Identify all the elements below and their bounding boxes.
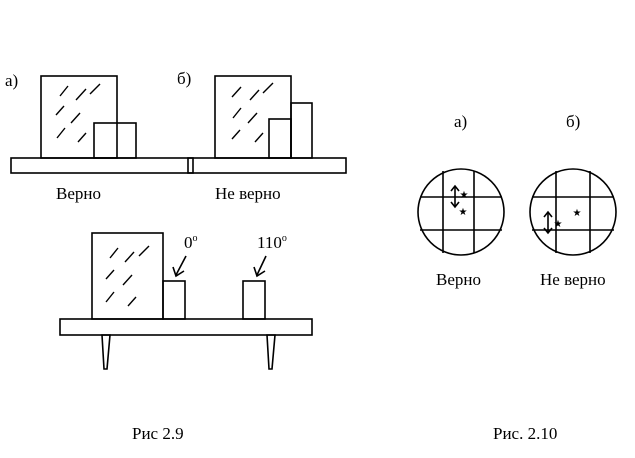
- fig29c-block-110deg: [242, 280, 266, 320]
- fig210b-star-left: ★: [554, 219, 563, 230]
- fig29b-mid-block: [268, 118, 292, 159]
- degree-mark: o: [192, 233, 198, 244]
- fig29c-arrow-0deg: [172, 255, 187, 278]
- fig210b-reticle: [529, 168, 617, 256]
- fig29b-assembly: [187, 75, 347, 174]
- fig210-panel-a-letter: а): [454, 112, 468, 131]
- fig29-angle-110-label: 110o: [257, 233, 287, 252]
- fig29-incorrect-label: Не верно: [215, 184, 281, 203]
- fig29-angle-0-label: 0o: [184, 233, 198, 252]
- fig29c-base-plate: [59, 318, 313, 336]
- fig29a-glass-block: [40, 75, 118, 159]
- fig210-panel-b-letter: б): [566, 112, 581, 131]
- fig210a-star-upper: ★: [460, 190, 469, 201]
- fig210a-circle: [417, 168, 505, 256]
- fig210-correct-label: Верно: [436, 270, 481, 289]
- fig29c-right-leg: [266, 334, 276, 370]
- fig29c-arrow-110deg: [253, 255, 267, 278]
- fig29c-glass-block: [91, 232, 164, 320]
- fig210a-double-arrow: [450, 184, 460, 209]
- fig29-panel-a-letter: а): [5, 71, 19, 90]
- fig210a-reticle: [417, 168, 505, 256]
- fig29a-assembly: [10, 75, 194, 174]
- fig29b-base-plate: [187, 157, 347, 174]
- fig29b-hatching: [231, 82, 274, 143]
- degree-mark: o: [281, 233, 287, 244]
- fig29a-hatching: [55, 83, 101, 143]
- fig210-incorrect-label: Не верно: [540, 270, 606, 289]
- fig210a-star-lower: ★: [459, 207, 468, 218]
- fig29a-small-block: [93, 122, 137, 159]
- fig29-caption: Рис 2.9: [132, 424, 184, 443]
- fig29-correct-label: Верно: [56, 184, 101, 203]
- fig210-caption: Рис. 2.10: [493, 424, 558, 443]
- fig210b-circle: [529, 168, 617, 256]
- fig210b-star-right: ★: [573, 208, 582, 219]
- fig29-panel-b-letter: б): [177, 69, 192, 88]
- fig29c-left-leg: [101, 334, 111, 370]
- fig29a-base-plate: [10, 157, 194, 174]
- fig29b-tall-block: [290, 102, 313, 159]
- fig29c-hatching: [105, 245, 150, 307]
- fig29c-assembly: [59, 232, 313, 370]
- fig29c-block-0deg: [162, 280, 186, 320]
- fig210b-double-arrow: [543, 210, 553, 235]
